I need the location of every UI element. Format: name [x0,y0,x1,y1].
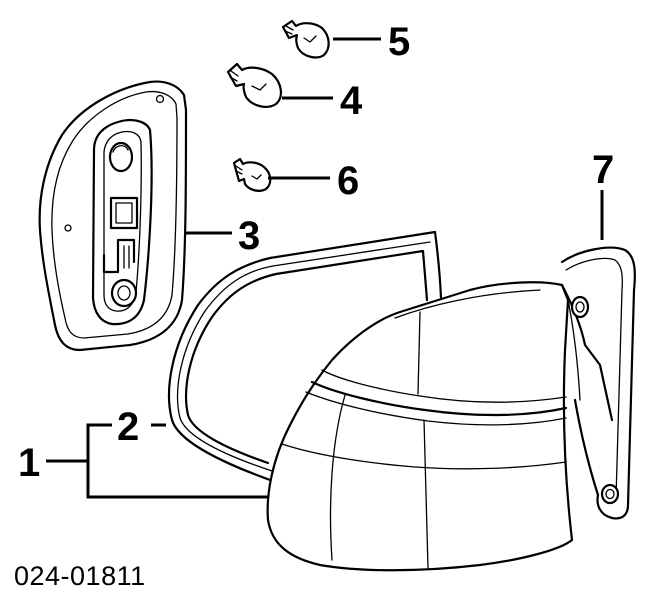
leader-lines [46,37,604,499]
callout-4: 4 [340,79,363,123]
callout-7: 7 [592,148,614,192]
side-seal-strip [560,246,636,520]
tail-light-lens [266,281,614,572]
callout-2: 2 [117,405,139,449]
bulb-6 [232,157,272,192]
callout-5: 5 [388,20,410,64]
part-number: 024-01811 [14,561,146,591]
callout-3: 3 [238,214,260,258]
leader-1-bracket [86,423,268,499]
bulb-5 [281,19,330,59]
callout-6: 6 [337,159,359,203]
bulb-carrier-plate [38,80,188,352]
callout-1: 1 [18,441,40,485]
gasket-frame [167,230,443,482]
bulb-4 [226,62,282,108]
